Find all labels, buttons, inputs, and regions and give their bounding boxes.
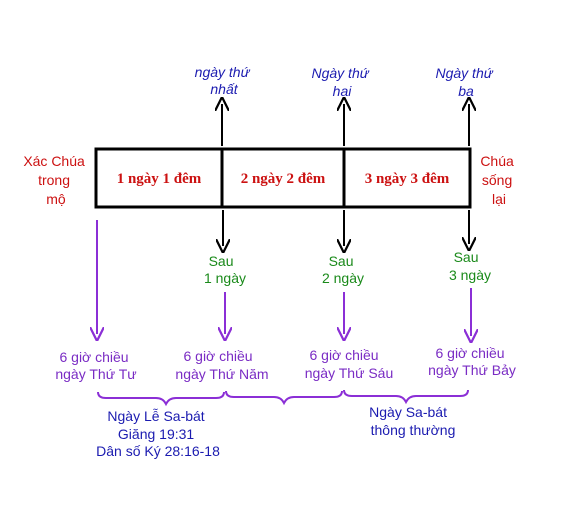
day-label-line: ngày thứ [195, 64, 251, 80]
after-label: Sau 1 ngày [204, 253, 246, 286]
evening-label-line: 6 giờ chiều [435, 345, 504, 361]
day-label: ngày thứ nhất [195, 64, 254, 97]
right-label-line: lại [492, 191, 506, 207]
sabbath-label-line: Giăng 19:31 [118, 426, 194, 442]
day-label-line: nhất [210, 81, 238, 97]
brace [343, 389, 469, 405]
left-label-line: Xác Chúa [23, 153, 85, 169]
evening-label-line: 6 giờ chiều [309, 347, 378, 363]
brace [97, 391, 225, 407]
timeline-box [94, 147, 472, 209]
segment-label: 3 ngày 3 đêm [365, 171, 450, 187]
right-label: Chúa sống lại [480, 153, 517, 207]
after-label-line: Sau [454, 249, 479, 265]
sabbath-label-line: Ngày Sa-bát [369, 404, 447, 420]
sabbath-label: Ngày Sa-bát thông thường [369, 404, 455, 438]
after-label-line: Sau [329, 253, 354, 269]
after-label-line: 1 ngày [204, 270, 246, 286]
right-label-line: sống [482, 172, 512, 188]
segment-label: 2 ngày 2 đêm [241, 171, 326, 187]
after-label-line: 3 ngày [449, 267, 491, 283]
day-label: Ngày thứ ba [435, 65, 496, 99]
after-label-line: 2 ngày [322, 270, 364, 286]
after-label-line: Sau [209, 253, 234, 269]
day-label-line: Ngày thứ [435, 65, 493, 81]
evening-label-line: ngày Thứ Sáu [305, 365, 394, 381]
sabbath-label-line: Ngày Lễ Sa-bát [107, 408, 204, 424]
day-label-line: Ngày thứ [311, 65, 369, 81]
after-label: Sau 2 ngày [322, 253, 364, 286]
sabbath-label-line: thông thường [371, 422, 456, 438]
day-label-line: ba [458, 83, 474, 99]
left-label-line: trong [38, 172, 70, 188]
left-label: Xác Chúa trong mộ [23, 153, 88, 207]
sabbath-label: Ngày Lễ Sa-bát Giăng 19:31 Dân số Ký 28:… [96, 408, 220, 459]
right-label-line: Chúa [480, 153, 514, 169]
sabbath-label-line: Dân số Ký 28:16-18 [96, 443, 220, 459]
brace [225, 390, 343, 406]
segment-label: 1 ngày 1 đêm [117, 171, 202, 187]
evening-label: 6 giờ chiều ngày Thứ Sáu [305, 347, 394, 381]
day-label: Ngày thứ hai [311, 65, 372, 99]
left-label-line: mộ [46, 191, 66, 207]
after-label: Sau 3 ngày [449, 249, 491, 283]
evening-label: 6 giờ chiều ngày Thứ Năm [175, 348, 268, 382]
evening-label-line: 6 giờ chiều [59, 349, 128, 365]
evening-label: 6 giờ chiều ngày Thứ Bảy [428, 345, 516, 378]
evening-label-line: ngày Thứ Bảy [428, 362, 516, 378]
evening-label-line: ngày Thứ Tư [55, 366, 136, 382]
evening-label-line: ngày Thứ Năm [175, 366, 268, 382]
evening-label: 6 giờ chiều ngày Thứ Tư [55, 349, 136, 382]
evening-label-line: 6 giờ chiều [183, 348, 252, 364]
day-label-line: hai [333, 83, 353, 99]
